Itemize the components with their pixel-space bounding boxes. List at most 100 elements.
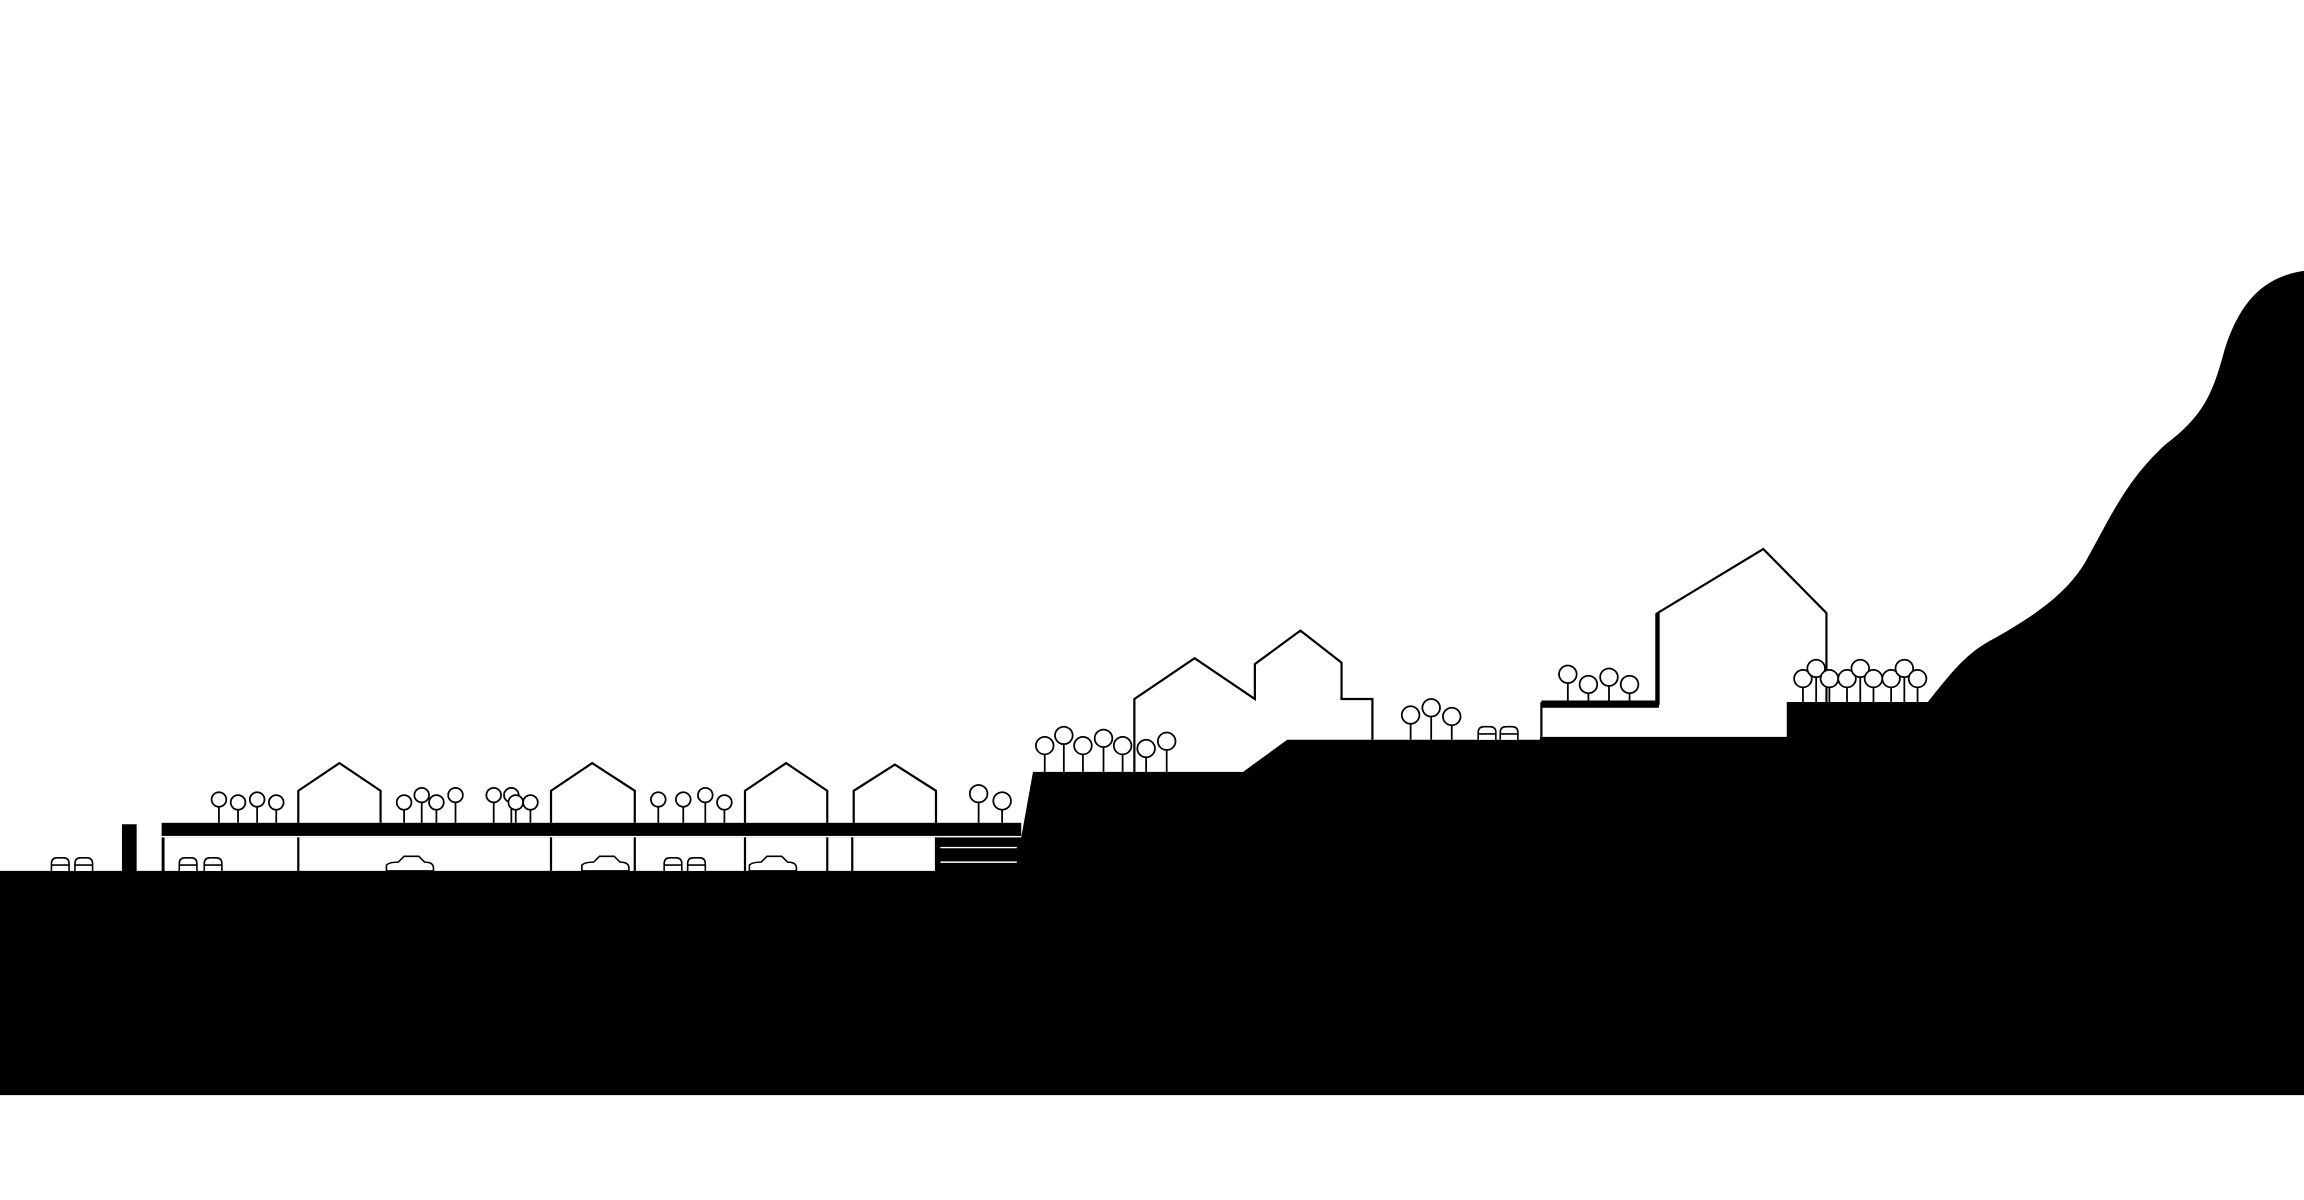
tree: [1793, 669, 1813, 702]
tree: [1400, 705, 1421, 740]
tree: [1136, 738, 1156, 772]
tree: [992, 791, 1012, 823]
tree: [1093, 728, 1114, 772]
tree: [968, 784, 989, 823]
tree: [1881, 669, 1901, 702]
tree: [1156, 731, 1177, 772]
tree-canopy: [716, 794, 733, 811]
tree-canopy: [1442, 706, 1462, 727]
tree-canopy: [675, 791, 692, 808]
car-front-view: [663, 856, 683, 871]
tree: [650, 791, 667, 823]
parking-podium: [161, 822, 1022, 871]
tree: [210, 791, 228, 823]
tree-canopy: [428, 794, 445, 811]
tree: [716, 794, 733, 823]
house-outline: [1540, 547, 1828, 737]
tree: [507, 794, 524, 823]
car-front-view: [203, 856, 223, 871]
tree: [522, 794, 539, 823]
tree-canopy: [485, 786, 502, 804]
car-front-view: [1499, 725, 1519, 740]
terrace-slab: [1541, 700, 1659, 708]
house-outline: [743, 761, 829, 823]
tree-canopy: [1136, 738, 1156, 759]
car-side-view: [581, 855, 630, 872]
tree-canopy: [268, 794, 285, 811]
tree-canopy: [1400, 705, 1421, 725]
tree-canopy: [1054, 725, 1074, 746]
house-outline: [1133, 629, 1374, 772]
car-front-view: [50, 856, 70, 871]
tree: [1578, 674, 1599, 704]
tree-canopy: [1863, 669, 1884, 689]
car-front-view: [686, 856, 707, 871]
tree-canopy: [1850, 658, 1870, 679]
car-side-view: [748, 855, 798, 872]
tree-canopy: [1619, 674, 1640, 695]
podium-roof-slab: [161, 822, 1022, 836]
tree-canopy: [1819, 669, 1840, 689]
tree-canopy: [413, 786, 430, 804]
car-front-view: [178, 856, 198, 871]
tree-canopy: [395, 794, 413, 811]
tree: [1558, 664, 1578, 704]
tree-canopy: [1881, 669, 1901, 689]
tree-canopy: [1035, 736, 1055, 756]
car-front-view: [1477, 725, 1497, 740]
tree-canopy: [248, 791, 266, 808]
tree-canopy: [1894, 658, 1915, 679]
house-outline: [852, 763, 938, 823]
tree: [1442, 706, 1462, 740]
tree-canopy: [1112, 736, 1133, 756]
tree-canopy: [1578, 674, 1599, 695]
tree: [1819, 669, 1840, 702]
tree: [428, 794, 445, 823]
tree: [1073, 736, 1093, 772]
tree-canopy: [1793, 669, 1813, 689]
tree: [1850, 658, 1870, 702]
tree: [268, 794, 285, 823]
tree-canopy: [1156, 731, 1177, 751]
tree-canopy: [1907, 669, 1928, 689]
tree: [1837, 669, 1857, 702]
tree-canopy: [507, 794, 524, 811]
tree-canopy: [1599, 667, 1619, 687]
tree: [675, 791, 692, 823]
tree: [1599, 667, 1619, 704]
tree: [1863, 669, 1884, 702]
tree: [1894, 658, 1915, 702]
tree-canopy: [1093, 728, 1114, 748]
tree: [413, 786, 430, 823]
tree: [697, 786, 714, 823]
car-front-view: [74, 856, 94, 871]
tree-canopy: [650, 791, 667, 808]
tree: [1806, 658, 1826, 702]
tree-canopy: [522, 794, 539, 811]
tree-canopy: [447, 786, 464, 804]
tree: [229, 794, 247, 823]
tree-canopy: [697, 786, 714, 804]
tree-canopy: [229, 794, 247, 811]
house-outline: [297, 761, 382, 823]
tree: [1619, 674, 1640, 704]
tree: [248, 791, 266, 823]
house-outline: [549, 761, 636, 823]
tree: [485, 786, 502, 823]
tree-canopy: [1558, 664, 1578, 684]
tree-canopy: [968, 784, 989, 804]
tree: [1112, 736, 1133, 772]
tree-canopy: [1421, 698, 1441, 718]
tree-canopy: [1806, 658, 1826, 679]
car-side-view: [385, 855, 435, 872]
terrain-ground: [0, 270, 2304, 1096]
tree-canopy: [1073, 736, 1093, 756]
tree: [1054, 725, 1074, 772]
tree: [1035, 736, 1055, 772]
tree: [447, 786, 464, 823]
tree-canopy: [1837, 669, 1857, 689]
tree-canopy: [992, 791, 1012, 811]
tree: [1421, 698, 1441, 740]
